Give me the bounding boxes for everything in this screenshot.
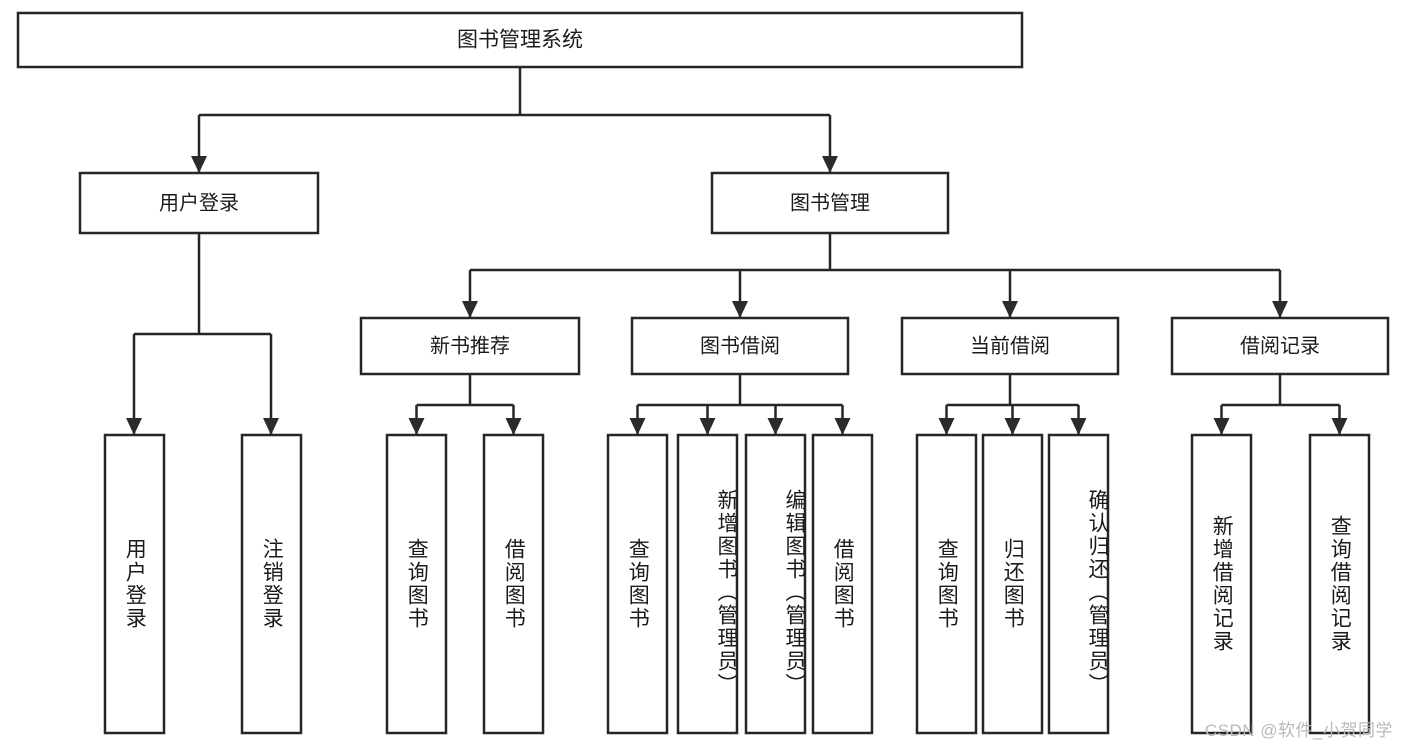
arrow-head-icon xyxy=(767,418,784,435)
arrow-head-icon xyxy=(699,418,716,435)
node-box-leaf-confirm-return xyxy=(1047,433,1110,735)
node-box-leaf-borrow-book xyxy=(811,433,874,735)
arrow-head-icon xyxy=(1004,418,1021,435)
node-box-layer xyxy=(16,11,1390,735)
node-box-leaf-borrow-book-recommend xyxy=(482,433,545,735)
arrow-head-icon xyxy=(505,418,522,435)
arrow-head-icon xyxy=(1272,301,1288,318)
node-box-root xyxy=(16,11,1024,69)
arrow-head-icon xyxy=(263,418,279,435)
node-box-leaf-query-book-current xyxy=(915,433,978,735)
node-box-leaf-add-borrow-record xyxy=(1190,433,1253,735)
node-box-leaf-logout xyxy=(240,433,303,735)
node-label-current-borrow: 当前借阅 xyxy=(970,334,1050,357)
arrow-head-icon xyxy=(408,418,425,435)
arrow-head-icon xyxy=(629,418,646,435)
node-box-leaf-user-login xyxy=(103,433,166,735)
node-box-borrow-records xyxy=(1170,316,1390,376)
arrow-head-icon xyxy=(732,301,748,318)
node-box-new-book-recommend xyxy=(359,316,581,376)
arrow-head-icon xyxy=(822,156,838,173)
connector-layer xyxy=(126,67,1348,435)
arrow-head-icon xyxy=(126,418,142,435)
arrow-head-icon xyxy=(1213,418,1230,435)
node-label-root: 图书管理系统 xyxy=(457,29,583,52)
node-label-user-login: 用户登录 xyxy=(159,191,239,214)
arrow-head-icon xyxy=(938,418,955,435)
arrow-head-icon xyxy=(1002,301,1018,318)
node-label-book-management: 图书管理 xyxy=(790,191,870,214)
node-box-user-login xyxy=(78,171,320,235)
arrow-head-icon xyxy=(1331,418,1348,435)
node-box-book-management xyxy=(710,171,950,235)
node-label-book-borrow: 图书借阅 xyxy=(700,334,780,357)
watermark-text: CSDN @软件_小贺同学 xyxy=(1204,721,1393,740)
node-label-new-book-recommend: 新书推荐 xyxy=(430,334,510,357)
node-box-leaf-query-book-borrow xyxy=(606,433,669,735)
node-box-leaf-query-borrow-record xyxy=(1308,433,1371,735)
node-label-borrow-records: 借阅记录 xyxy=(1240,334,1320,357)
arrow-head-icon xyxy=(834,418,851,435)
node-box-leaf-edit-book xyxy=(744,433,807,735)
node-box-leaf-return-book xyxy=(981,433,1044,735)
node-box-book-borrow xyxy=(630,316,850,376)
node-box-leaf-query-book-recommend xyxy=(385,433,448,735)
arrow-head-icon xyxy=(191,156,207,173)
arrow-head-icon xyxy=(1070,418,1087,435)
node-box-leaf-add-book xyxy=(676,433,739,735)
arrow-head-icon xyxy=(462,301,478,318)
node-box-current-borrow xyxy=(900,316,1120,376)
